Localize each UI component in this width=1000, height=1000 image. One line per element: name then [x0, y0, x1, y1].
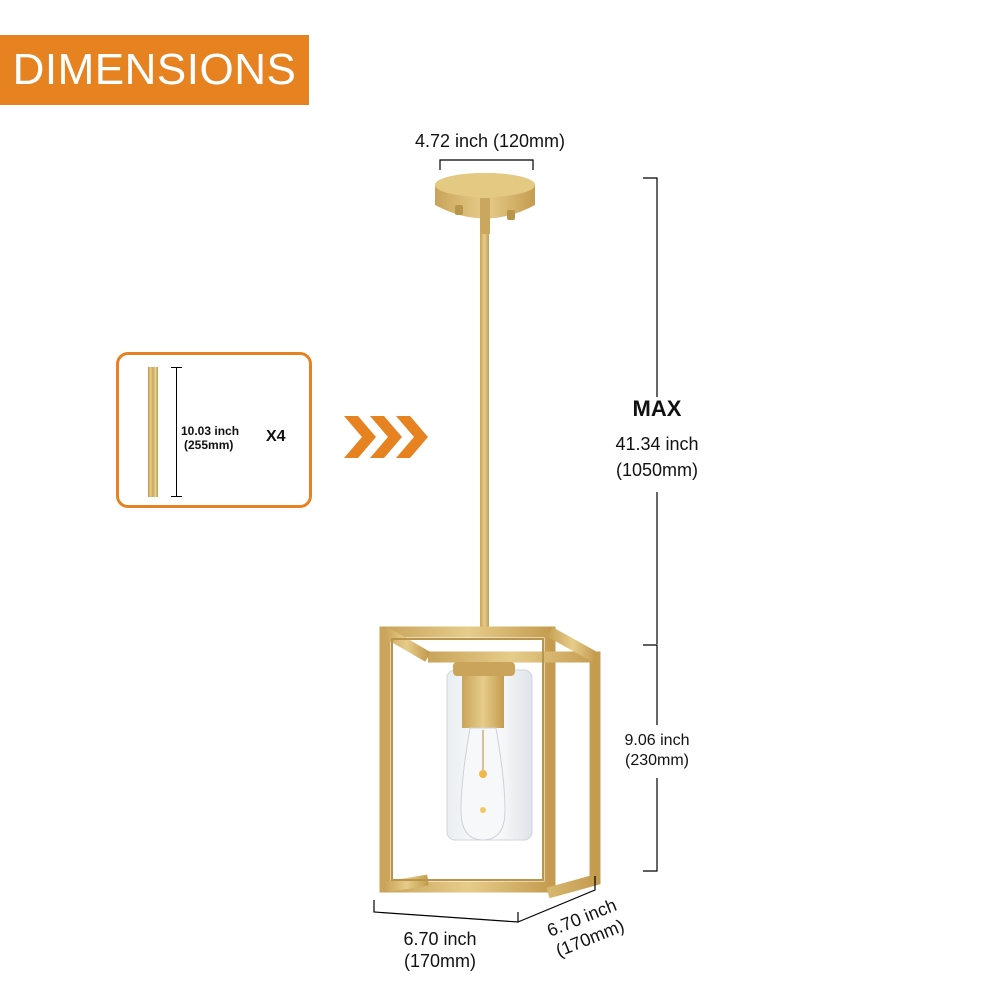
shade-height-inch: 9.06 inch — [624, 732, 690, 749]
rod-quantity: X4 — [266, 428, 286, 445]
max-height-mm: (1050mm) — [615, 460, 699, 480]
rod-length-inch: 10.03 inch — [181, 424, 240, 438]
rod-length-tick-bottom — [171, 496, 182, 497]
rod-length-line — [176, 367, 177, 497]
rod-length-tick-top — [171, 367, 182, 368]
shade-height-mm: (230mm) — [624, 752, 689, 769]
width-mm: (170mm) — [403, 951, 476, 971]
extension-rod-image — [148, 367, 158, 497]
dimensions-banner: DIMENSIONS — [0, 35, 309, 105]
width-inch: 6.70 inch — [403, 929, 477, 949]
rod-length-mm: (255mm) — [184, 438, 234, 452]
canopy-width-label: 4.72 inch (120mm) — [414, 131, 566, 151]
max-label: MAX — [632, 396, 682, 421]
max-height-inch: 41.34 inch — [615, 434, 699, 454]
